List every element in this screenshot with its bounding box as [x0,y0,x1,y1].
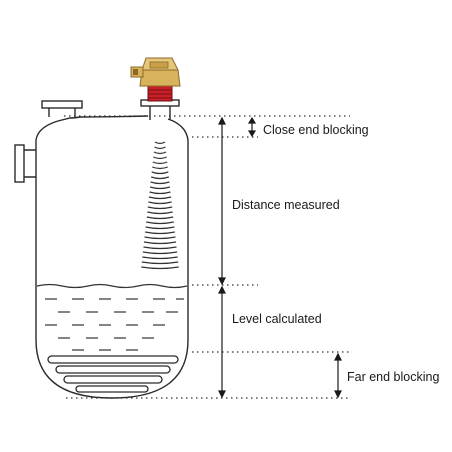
beam-arc [148,201,172,205]
beam-arc [144,231,176,235]
beam-arc [154,146,166,150]
beam-arc [149,191,171,195]
tank-vessel [14,100,189,399]
beam-arc [141,261,179,265]
liquid-fill [45,298,184,351]
heating-coil [47,355,179,393]
ultrasonic-level-sensor-icon [130,57,181,102]
close-end-blocking-label: Close end blocking [263,123,369,137]
beam-arc [147,206,173,210]
beam-arc [153,156,167,160]
beam-arc [150,176,170,180]
beam-arc [152,166,168,170]
beam-arc [146,216,174,220]
beam-arc [149,186,171,190]
beam-arc [151,171,169,175]
beam-arc [146,221,174,225]
beam-arc [150,181,170,185]
beam-arc [142,256,178,260]
beam-arc [141,266,179,270]
beam-arc [142,251,178,255]
beam-arc [143,241,177,245]
dimension-arrows [218,116,342,399]
beam-arc [153,151,167,155]
beam-arc [147,211,173,215]
beam-arc [152,161,168,165]
beam-arc [154,141,166,145]
beam-arc [148,196,172,200]
ultrasonic-beam [141,141,179,270]
level-calculated-label: Level calculated [232,312,322,326]
beam-arc [145,226,175,230]
liquid-surface [36,283,188,289]
beam-arc [143,246,177,250]
far-end-blocking-label: Far end blocking [347,370,439,384]
sensor-nozzle [140,99,180,120]
beam-arc [144,236,176,240]
distance-measured-label: Distance measured [232,198,340,212]
